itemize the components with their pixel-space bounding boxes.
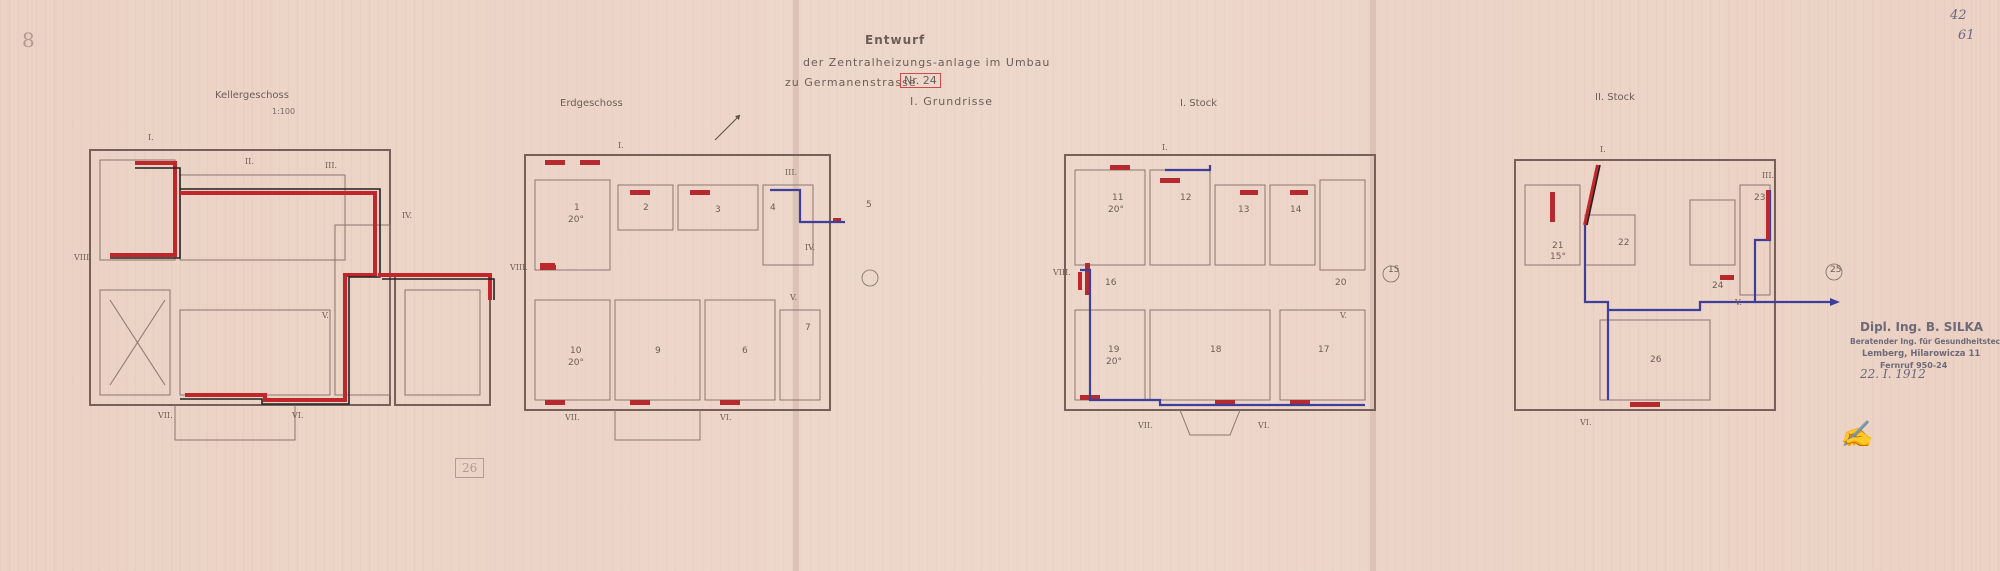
room-number: 20 [1335, 278, 1347, 288]
engineer-stamp-line1: Beratender Ing. für Gesundheitstechnik [1850, 337, 2000, 346]
room-number: 11 [1112, 193, 1123, 203]
sheet-number-top: 42 [1950, 8, 1967, 23]
title-line2: der Zentralheizungs-anlage im Umbau [803, 56, 1051, 69]
room-number: 13 [1238, 205, 1249, 215]
engineer-stamp-line2: Lemberg, Hilarowicza 11 [1862, 349, 1981, 359]
floor-label-first: I. Stock [1180, 98, 1217, 109]
room-number: 12 [1180, 193, 1191, 203]
riser-label: VI. [291, 411, 303, 420]
room-number: 6 [742, 346, 748, 356]
room-number: 18 [1210, 345, 1222, 355]
riser-label: V. [789, 293, 797, 302]
riser-label: IV. [805, 243, 815, 252]
room-number: 15 [1388, 265, 1399, 275]
title-line3: zu Germanenstrasse [785, 76, 917, 89]
room-number: 22 [1618, 238, 1629, 248]
room-number: 26 [1650, 355, 1662, 365]
room-number: 19 [1108, 345, 1120, 355]
floor-label-second: II. Stock [1595, 92, 1635, 103]
house-number-box: Nr. 24 [900, 73, 941, 88]
room-temp: 20° [1106, 357, 1122, 367]
riser-label: V. [1339, 311, 1347, 320]
room-number: 2 [643, 203, 649, 213]
room-number: 14 [1290, 205, 1302, 215]
room-temp: 20° [568, 215, 584, 225]
sheet-fold [793, 0, 799, 571]
riser-label: I. [1162, 143, 1168, 152]
riser-label: VII. [157, 411, 173, 420]
scale-label: 1:100 [272, 107, 296, 116]
room-number: 7 [805, 323, 811, 333]
sheet-fold [1370, 0, 1376, 571]
riser-label: VII. [1137, 421, 1153, 430]
room-number: 25 [1830, 265, 1841, 275]
title-subtitle: I. Grundrisse [910, 95, 994, 108]
riser-label: VI. [1579, 418, 1591, 427]
handwritten-signature: ✍ [1840, 420, 1873, 450]
riser-label: VI. [1257, 421, 1269, 430]
ground-floor-plan [524, 154, 845, 441]
room-number: 16 [1105, 278, 1117, 288]
first-floor-plan [1064, 154, 1376, 436]
engineer-stamp-name: Dipl. Ing. B. SILKA [1860, 320, 1984, 334]
pencil-mark-left: 8 [22, 28, 35, 52]
riser-label: IV. [402, 211, 412, 220]
riser-label: VI. [719, 413, 731, 422]
room-number: 5 [866, 200, 872, 210]
floor-label-ground: Erdgeschoss [560, 98, 623, 109]
riser-label: V. [321, 311, 329, 320]
room-number: 4 [770, 203, 776, 213]
pencil-boxed-number: 26 [455, 458, 485, 478]
second-floor-plan [1514, 159, 1840, 411]
riser-label: III. [1762, 171, 1774, 180]
riser-label: V. [1734, 298, 1742, 307]
room-number: 17 [1318, 345, 1329, 355]
riser-label: I. [1600, 145, 1606, 154]
basement-plan [89, 149, 495, 441]
room-temp: 20° [568, 358, 584, 368]
room-number: 9 [655, 346, 661, 356]
floor-label-basement: Kellergeschoss [215, 90, 289, 101]
room-number: 10 [570, 346, 582, 356]
riser-label: VIII. [1052, 268, 1071, 277]
room-number: 3 [715, 205, 721, 215]
room-temp: 15° [1550, 252, 1566, 262]
riser-label: I. [618, 141, 624, 150]
riser-label: VIII. [73, 253, 92, 262]
room-number: 21 [1552, 241, 1563, 251]
sheet-number-bottom: 61 [1958, 28, 1975, 43]
room-temp: 20° [1108, 205, 1124, 215]
riser-label: I. [148, 133, 154, 142]
room-number: 24 [1712, 281, 1724, 291]
riser-label: III. [785, 168, 797, 177]
riser-label: VIII. [509, 263, 528, 272]
room-number: 1 [574, 203, 580, 213]
room-number: 23 [1754, 193, 1765, 203]
engineer-stamp-line3: Fernruf 950-24 [1880, 361, 1948, 370]
title-entwurf: Entwurf [865, 33, 926, 47]
riser-label: II. [245, 157, 254, 166]
riser-label: III. [325, 161, 337, 170]
riser-label: VII. [564, 413, 580, 422]
signature-date: 22. I. 1912 [1860, 367, 1926, 381]
